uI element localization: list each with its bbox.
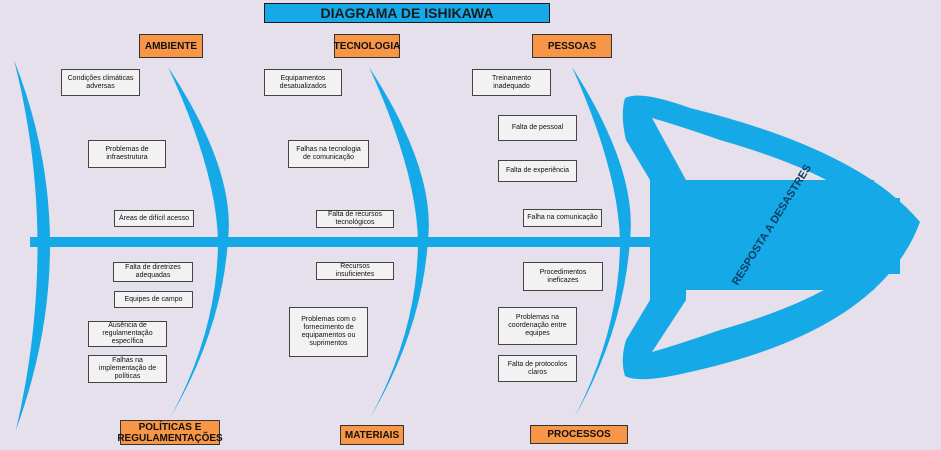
cause-box: Treinamento inadequado bbox=[472, 69, 551, 96]
cause-box: Problemas com o fornecimento de equipame… bbox=[289, 307, 368, 357]
category-processos: PROCESSOS bbox=[530, 425, 628, 444]
cause-box: Ausência de regulamentação específica bbox=[88, 321, 167, 347]
cause-box: Problemas na coordenação entre equipes bbox=[498, 307, 577, 345]
cause-box: Falhas na tecnologia de comunicação bbox=[288, 140, 369, 168]
cause-box: Falta de protocolos claros bbox=[498, 355, 577, 382]
cause-box: Problemas de infraestrutura bbox=[88, 140, 166, 168]
cause-box: Falha na comunicação bbox=[523, 209, 602, 227]
cause-box: Procedimentos ineficazes bbox=[523, 262, 603, 291]
cause-box: Equipamentos desatualizados bbox=[264, 69, 342, 96]
category-tecnologia: TECNOLOGIA bbox=[334, 34, 400, 58]
fish-head bbox=[622, 95, 920, 380]
cause-box: Falta de pessoal bbox=[498, 115, 577, 141]
cause-box: Falta de diretrizes adequadas bbox=[113, 262, 193, 282]
head-box-tab bbox=[870, 198, 900, 274]
category-pessoas: PESSOAS bbox=[532, 34, 612, 58]
cause-box: Recursos insuficientes bbox=[316, 262, 394, 280]
category-materiais: MATERIAIS bbox=[340, 425, 404, 445]
diagram-title: DIAGRAMA DE ISHIKAWA bbox=[264, 3, 550, 23]
category-politicas: POLÍTICAS E REGULAMENTAÇÕES bbox=[117, 420, 223, 445]
fish-tail bbox=[14, 60, 51, 430]
head-box bbox=[686, 180, 874, 290]
rib-ambiente bbox=[168, 67, 229, 418]
cause-box: Condições climáticas adversas bbox=[61, 69, 140, 96]
category-ambiente: AMBIENTE bbox=[139, 34, 203, 58]
rib-pessoas bbox=[572, 67, 631, 418]
cause-box: Falta de experiência bbox=[498, 160, 577, 182]
cause-box: Falta de recursos tecnológicos bbox=[316, 210, 394, 228]
cause-box: Áreas de difícil acesso bbox=[114, 210, 194, 227]
rib-tecnologia bbox=[369, 67, 429, 418]
cause-box: Falhas na implementação de políticas bbox=[88, 355, 167, 383]
fish-spine bbox=[30, 237, 690, 247]
cause-box: Equipes de campo bbox=[114, 291, 193, 308]
